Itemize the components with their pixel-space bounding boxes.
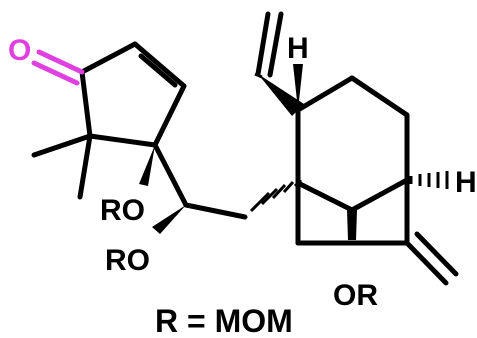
wedge-or-bottom — [347, 210, 357, 240]
ro-lower-label: RO — [105, 244, 150, 277]
carbonyl-bond — [31, 49, 85, 86]
hash-side-5 — [249, 191, 271, 213]
hydrogen-right-label: H — [455, 166, 477, 199]
hash-side-2 — [282, 180, 295, 194]
r-definition-caption: R = MOM — [155, 303, 293, 338]
wedge-bonds — [139, 64, 357, 240]
hashed-bonds — [249, 72, 449, 213]
bond-side-2 — [183, 202, 248, 220]
bond-cage-6 — [349, 177, 410, 213]
or-bottom-label: OR — [333, 279, 378, 312]
hydrogen-top-label: H — [287, 32, 309, 65]
hash-side-4 — [260, 187, 279, 206]
bond-ring-e — [79, 69, 93, 139]
bond-ring-b-double — [138, 53, 178, 88]
bond-ring-d — [87, 133, 158, 148]
wedge-h-top — [293, 64, 303, 110]
bond-cage-2 — [349, 75, 410, 118]
bond-cage-1 — [295, 75, 355, 113]
wedge-vinyl — [258, 74, 304, 116]
bond-ring-a — [79, 41, 138, 75]
bond-exo-2 — [414, 231, 459, 277]
bond-carbonyl-1 — [36, 49, 85, 75]
hash-side-3 — [271, 183, 287, 200]
bond-vinyl-2 — [267, 11, 284, 78]
wedge-ro-lower — [152, 205, 186, 234]
bond-exo-1 — [404, 240, 449, 286]
bond-carbonyl-2 — [31, 60, 80, 86]
ro-upper-label: RO — [100, 194, 145, 227]
bond-methyl-1 — [31, 133, 93, 158]
oxygen-label: O — [8, 34, 31, 67]
hash-vinyl-1 — [254, 72, 263, 79]
hash-side-1 — [293, 178, 303, 188]
wedge-ro-upper — [139, 145, 155, 186]
bond-ring-b — [132, 41, 187, 89]
bond-side-1 — [152, 142, 189, 208]
bond-ring-c — [152, 83, 187, 148]
bond-methyl-2 — [77, 133, 93, 200]
bond-vinyl-1 — [255, 11, 271, 77]
bond-cage-5 — [295, 180, 355, 213]
bond-skeleton — [31, 11, 459, 286]
